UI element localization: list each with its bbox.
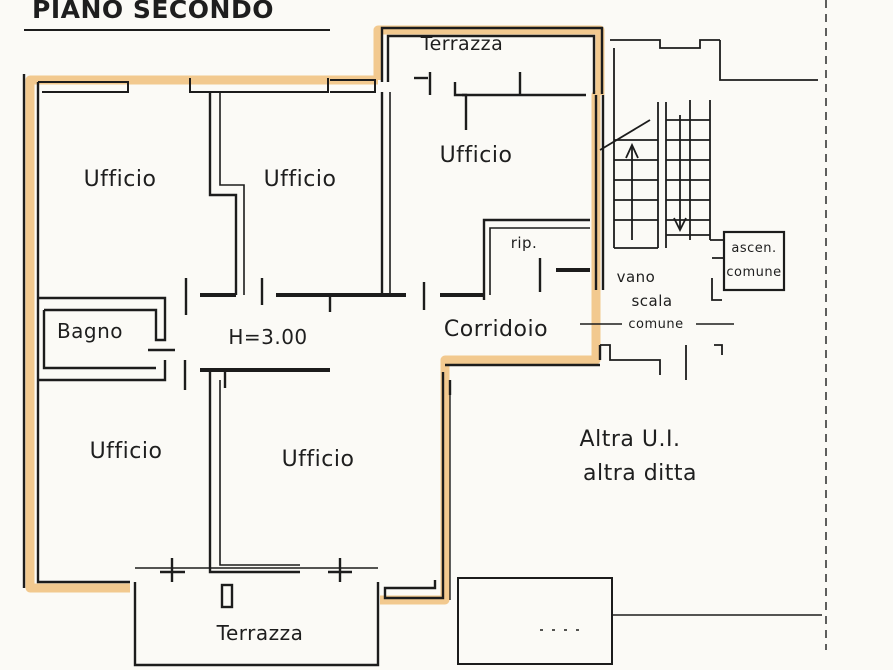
room-label-ripostiglio: rip. (511, 234, 538, 252)
unit-highlight-outline (25, 25, 605, 605)
lift-shaft (722, 230, 786, 292)
staircase (599, 39, 818, 380)
ceiling-height-note: H=3.00 (228, 325, 307, 349)
room-label-ufficio-bottom-mid: Ufficio (282, 447, 355, 472)
room-label-ufficio-top-right: Ufficio (440, 143, 513, 168)
room-label-ufficio-top-mid: Ufficio (264, 167, 337, 192)
terrace-label-bottom: Terrazza (216, 621, 304, 645)
plan-title: PIANO SECONDO (32, 0, 274, 24)
stair-label-line1: vano (617, 268, 656, 286)
lift-label-line1: ascen. (731, 241, 776, 256)
walls (22, 26, 605, 667)
lift-label-line2: comune (726, 265, 781, 280)
stair-label-line3: comune (628, 317, 683, 332)
stair-label-line2: scala (631, 292, 672, 310)
terrace-label-top: Terrazza (420, 33, 504, 55)
room-label-corridoio: Corridoio (444, 317, 548, 342)
other-unit-label-line1: Altra U.I. (580, 427, 681, 452)
room-label-ufficio-top-left: Ufficio (84, 167, 157, 192)
room-label-bagno: Bagno (57, 319, 123, 343)
other-unit-label-line2: altra ditta (583, 461, 697, 486)
other-unit-boundary (449, 0, 827, 665)
room-label-ufficio-bottom-left: Ufficio (90, 439, 163, 464)
